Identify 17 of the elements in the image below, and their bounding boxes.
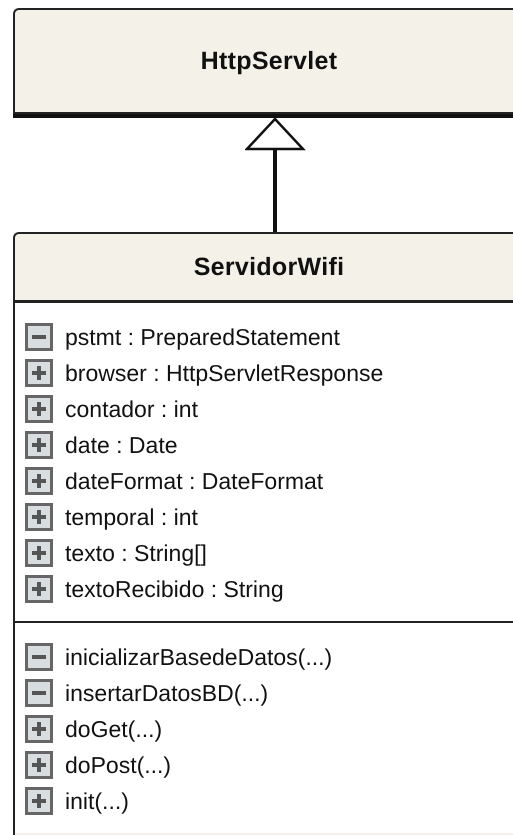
attribute-text: date : Date (65, 432, 178, 458)
attribute-text: contador : int (65, 396, 198, 422)
inheritance-arrow (246, 118, 304, 232)
class-box (13, 232, 513, 835)
class-name: HttpServlet (200, 46, 338, 76)
method-text: insertarDatosBD(...) (65, 680, 268, 706)
method-text: doGet(...) (65, 716, 162, 742)
method-text: doPost(...) (65, 752, 172, 778)
method-text: init(...) (65, 788, 129, 814)
attribute-text: browser : HttpServletResponse (65, 360, 384, 386)
method-text: inicializarBasedeDatos(...) (65, 644, 332, 670)
attribute-text: texto : String[] (65, 540, 207, 566)
attribute-text: textoRecibido : String (65, 576, 284, 602)
class-name: ServidorWifi (194, 252, 344, 282)
attribute-text: dateFormat : DateFormat (65, 468, 324, 494)
attribute-text: temporal : int (65, 504, 198, 530)
attribute-text: pstmt : PreparedStatement (65, 324, 340, 350)
